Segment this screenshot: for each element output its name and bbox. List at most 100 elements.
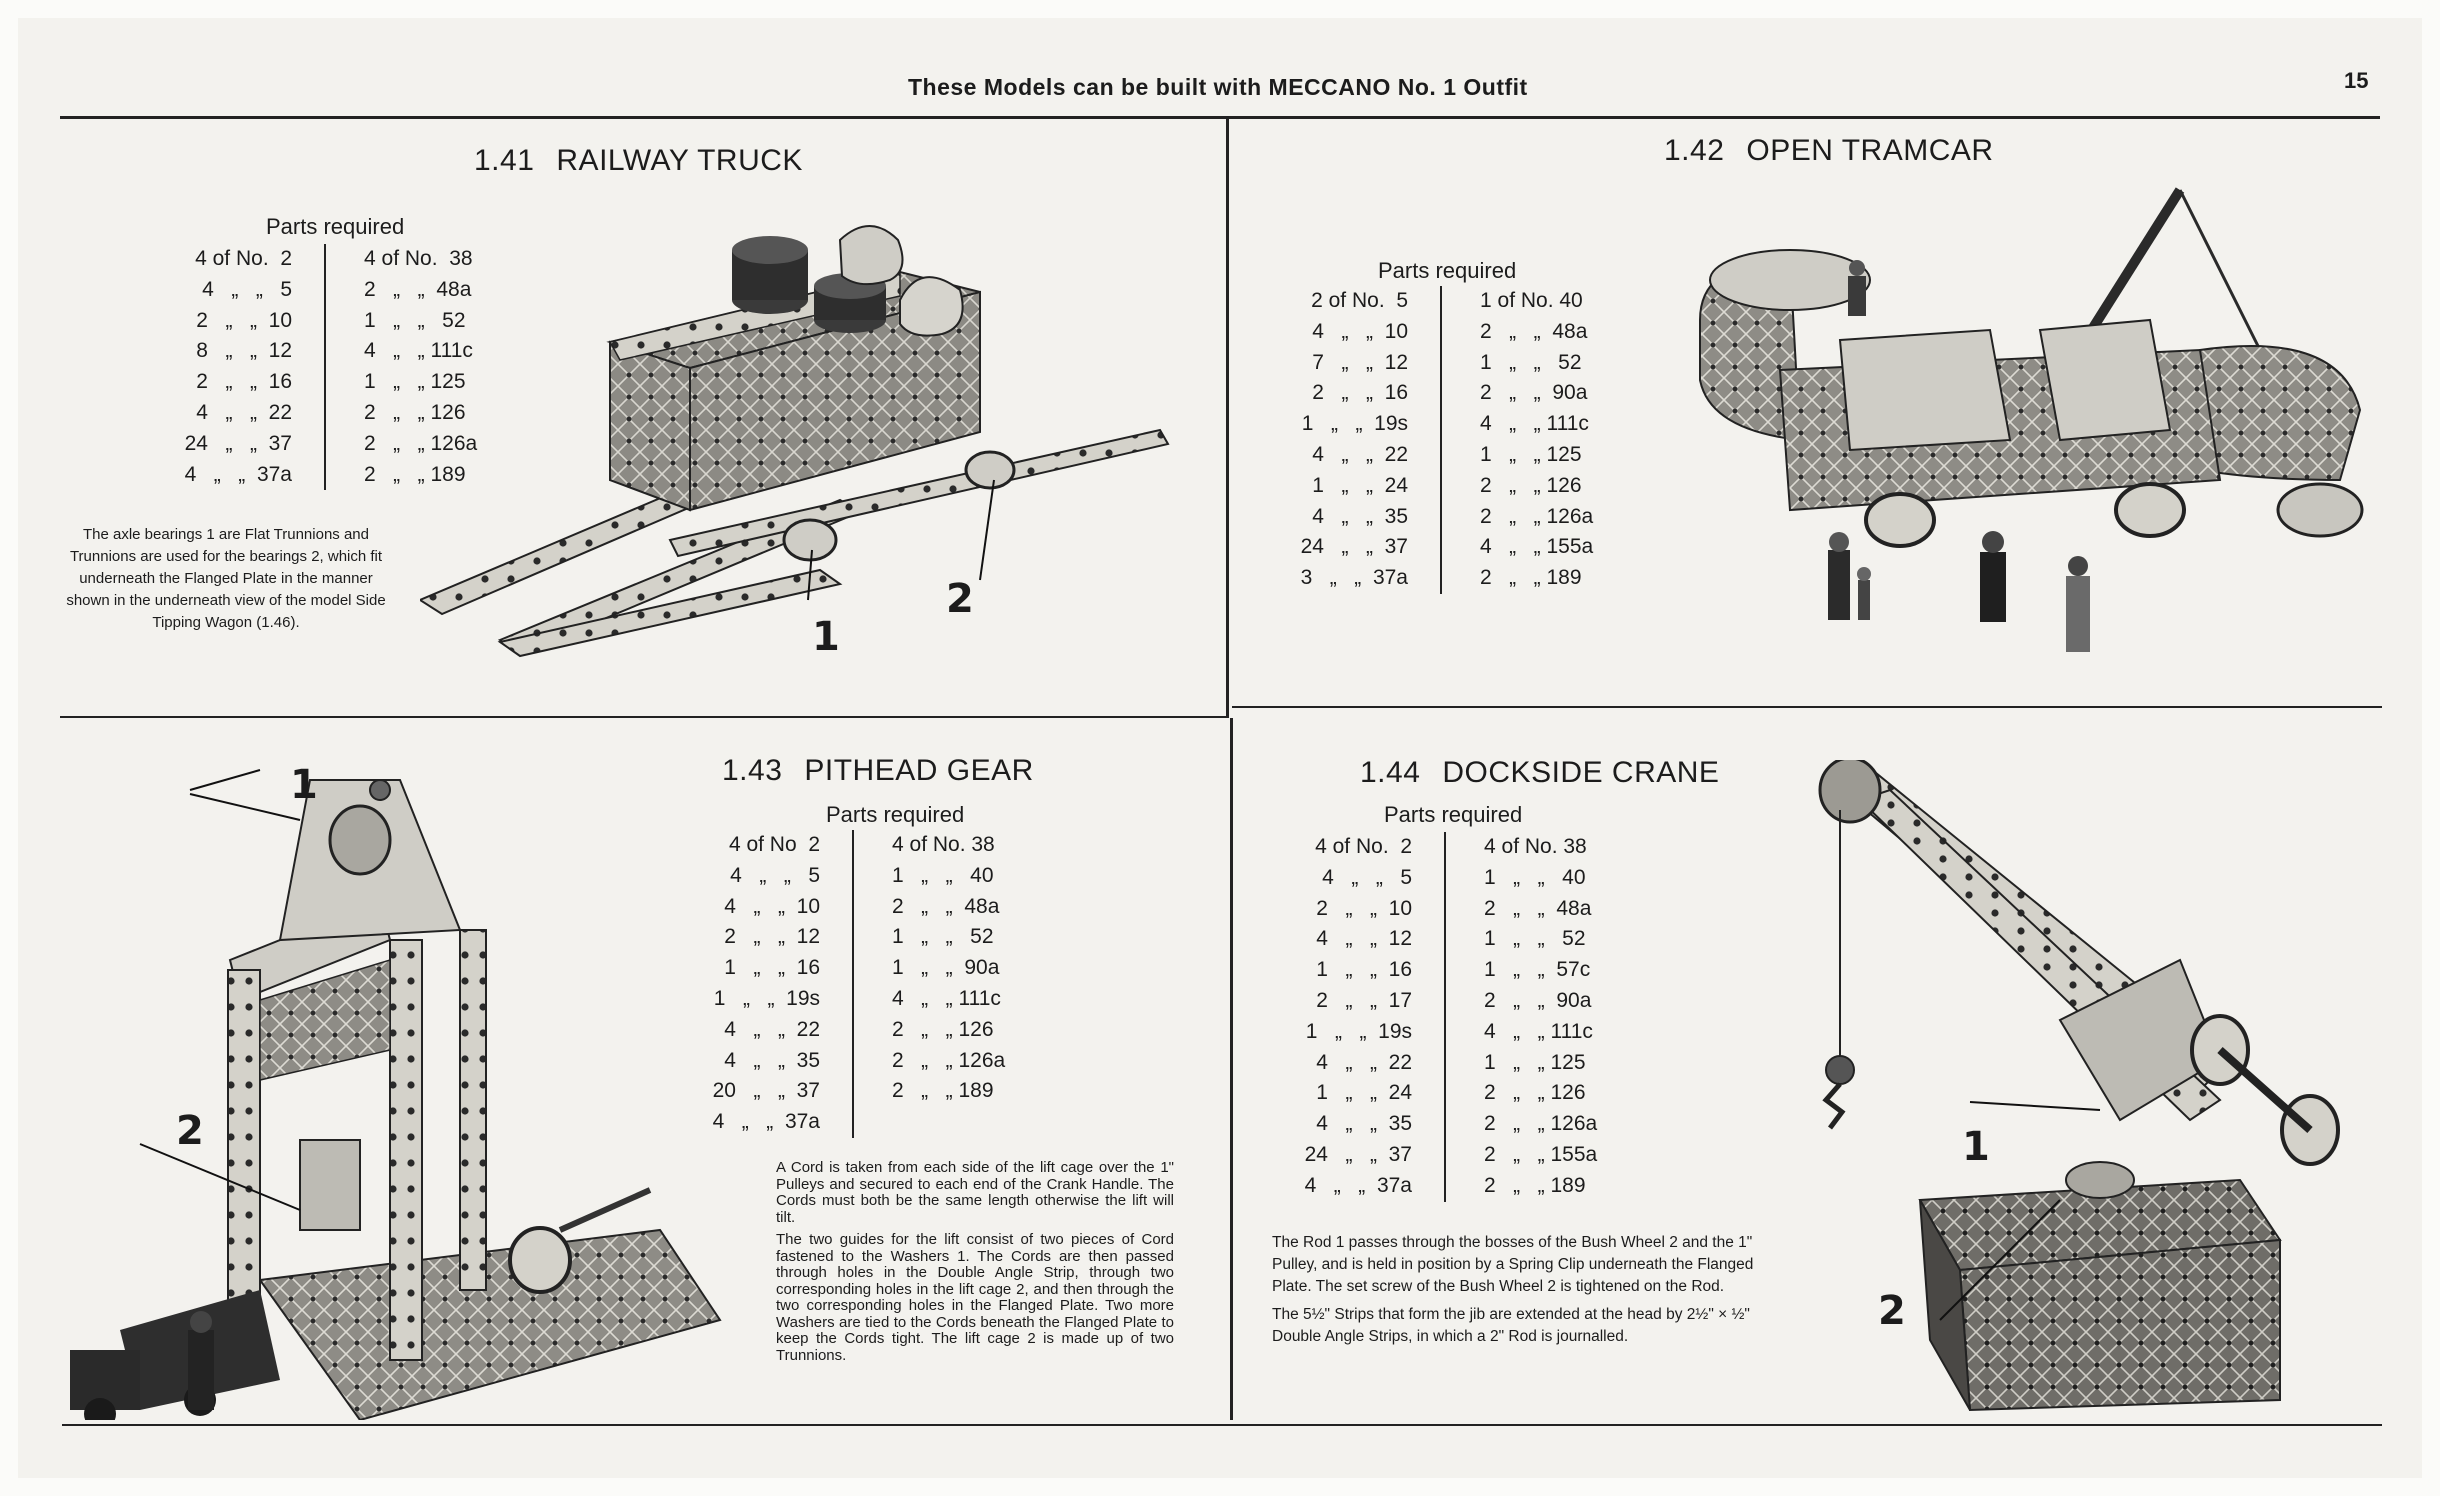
dockside-crane-illustration [1818,760,2340,1412]
page-number: 15 [2344,68,2369,93]
pithead-gear-illustration [70,769,722,1420]
parts-row: 4 „ „ 37a [712,1110,820,1134]
parts-row: 4 of No. 2 [1315,835,1412,858]
parts-row: 1 „ „ 125 [1484,1050,1586,1074]
parts-row: 1 „ „ 40 [892,863,994,887]
center-divider-bottom [1230,718,1233,1420]
parts-divider [1440,286,1442,594]
model-name: RAILWAY TRUCK [556,144,803,177]
callout-label: 2 [176,1108,204,1154]
parts-row: 1 „ „ 40 [1484,865,1586,889]
parts-row: 24 „ „ 37 [184,431,292,455]
model-note: The Rod 1 passes through the bosses of t… [1272,1232,1776,1354]
callout-label: 2 [946,576,974,622]
parts-row: 1 „ „ 125 [1480,442,1582,466]
parts-row: 2 „ „ 189 [892,1079,994,1103]
footer-rule [62,1424,2382,1426]
parts-row: 4 „ „ 22 [196,400,292,424]
parts-row: 1 „ „ 19s [713,986,820,1010]
parts-row: 1 „ „ 24 [1316,1081,1412,1105]
model-note: A Cord is taken from each side of the li… [776,1159,1174,1370]
parts-row: 2 „ „ 126a [364,431,478,455]
parts-heading: Parts required [1384,802,1523,827]
parts-row: 4 of No 2 [728,833,820,856]
header-rule [60,116,2380,119]
parts-row: 2 „ „ 48a [1480,319,1588,343]
parts-row: 24 „ „ 37 [1304,1142,1412,1166]
parts-divider [324,244,326,491]
parts-row: 4 „ „ 10 [1312,319,1408,343]
parts-row: 4 „ „ 111c [364,339,473,363]
parts-row: 4 „ „ 35 [724,1048,820,1072]
center-divider-top [1226,118,1229,718]
parts-row: 1 „ „ 19s [1301,412,1408,436]
parts-column-left: 4 of No 2 4 „ „ 5 4 „ „ 10 2 „ „ 12 1 „ … [690,830,820,1138]
parts-row: 2 „ „ 16 [1312,381,1408,405]
section-title: 1.44 DOCKSIDE CRANE [1360,756,1719,790]
parts-column-right: 1 of No. 40 2 „ „ 48a 1 „ „ 52 2 „ „ 90a… [1480,286,1650,594]
parts-row: 4 of No. 38 [892,833,995,856]
parts-heading: Parts required [266,214,405,239]
parts-table: 4 of No 2 4 „ „ 5 4 „ „ 10 2 „ „ 12 1 „ … [690,830,1062,1138]
parts-row: 4 „ „ 155a [1480,535,1594,559]
parts-row: 2 „ „ 17 [1316,988,1412,1012]
parts-row: 20 „ „ 37 [712,1079,820,1103]
note-paragraph: The Rod 1 passes through the bosses of t… [1272,1234,1754,1295]
parts-row [892,1107,1062,1138]
parts-row: 2 „ „ 90a [1484,988,1592,1012]
callout-label: 2 [1878,1288,1906,1334]
parts-row: 2 „ „ 90a [1480,381,1588,405]
parts-divider [852,830,854,1138]
parts-row: 1 of No. 40 [1480,289,1583,312]
parts-divider [1444,832,1446,1202]
parts-column-right: 4 of No. 38 2 „ „ 48a 1 „ „ 52 4 „ „ 111… [364,244,534,490]
parts-row: 2 „ „ 126a [1480,504,1594,528]
parts-row: 1 „ „ 52 [892,925,994,949]
parts-row: 4 „ „ 35 [1316,1112,1412,1136]
parts-row: 1 „ „ 19s [1305,1019,1412,1043]
parts-table: 4 of No. 2 4 „ „ 5 2 „ „ 10 8 „ „ 12 2 „… [150,244,534,491]
parts-row: 1 „ „ 52 [364,308,466,332]
model-name: DOCKSIDE CRANE [1442,756,1720,789]
model-number: 1.43 [722,754,783,787]
model-number: 1.41 [474,144,535,177]
parts-row: 2 „ „ 126 [364,400,466,424]
parts-row: 4 „ „ 5 [730,863,820,887]
parts-row: 4 „ „ 111c [892,986,1001,1010]
callout-label: 1 [290,762,318,808]
parts-row: 2 „ „ 126 [892,1017,994,1041]
model-name: PITHEAD GEAR [804,754,1034,787]
parts-row: 4 of No. 2 [195,247,292,270]
parts-row: 3 „ „ 37a [1300,566,1408,590]
model-note: The axle bearings 1 are Flat Trunnions a… [60,524,392,640]
parts-heading: Parts required [1378,258,1517,283]
parts-row: 2 „ „ 12 [724,925,820,949]
parts-row: 4 of No. 38 [1484,835,1587,858]
parts-row: 4 „ „ 35 [1312,504,1408,528]
parts-row: 4 „ „ 111c [1480,412,1589,436]
parts-row: 4 „ „ 12 [1316,927,1412,951]
parts-row: 4 „ „ 22 [1316,1050,1412,1074]
model-number: 1.44 [1360,756,1421,789]
parts-heading: Parts required [826,802,965,827]
parts-row: 2 „ „ 155a [1484,1142,1598,1166]
parts-row: 1 „ „ 24 [1312,473,1408,497]
parts-row: 1 „ „ 90a [892,956,1000,980]
parts-row: 4 „ „ 10 [724,894,820,918]
parts-row: 2 „ „ 10 [1316,896,1412,920]
middle-rule-left [60,716,1226,718]
model-name: OPEN TRAMCAR [1746,134,1994,167]
parts-row: 2 „ „ 16 [196,370,292,394]
parts-row: 4 „ „ 22 [724,1017,820,1041]
parts-row: 4 „ „ 22 [1312,442,1408,466]
note-paragraph: The 5½" Strips that form the jib are ext… [1272,1306,1750,1345]
callout-label: 1 [812,614,840,660]
section-title: 1.43 PITHEAD GEAR [722,754,1034,788]
parts-row: 1 „ „ 52 [1484,927,1586,951]
parts-row: 2 „ „ 48a [1484,896,1592,920]
parts-table: 2 of No. 5 4 „ „ 10 7 „ „ 12 2 „ „ 16 1 … [1262,286,1650,594]
parts-column-right: 4 of No. 38 1 „ „ 40 2 „ „ 48a 1 „ „ 52 … [1484,832,1654,1202]
parts-row: 4 „ „ 37a [1304,1173,1412,1197]
parts-row: 4 „ „ 5 [202,277,292,301]
